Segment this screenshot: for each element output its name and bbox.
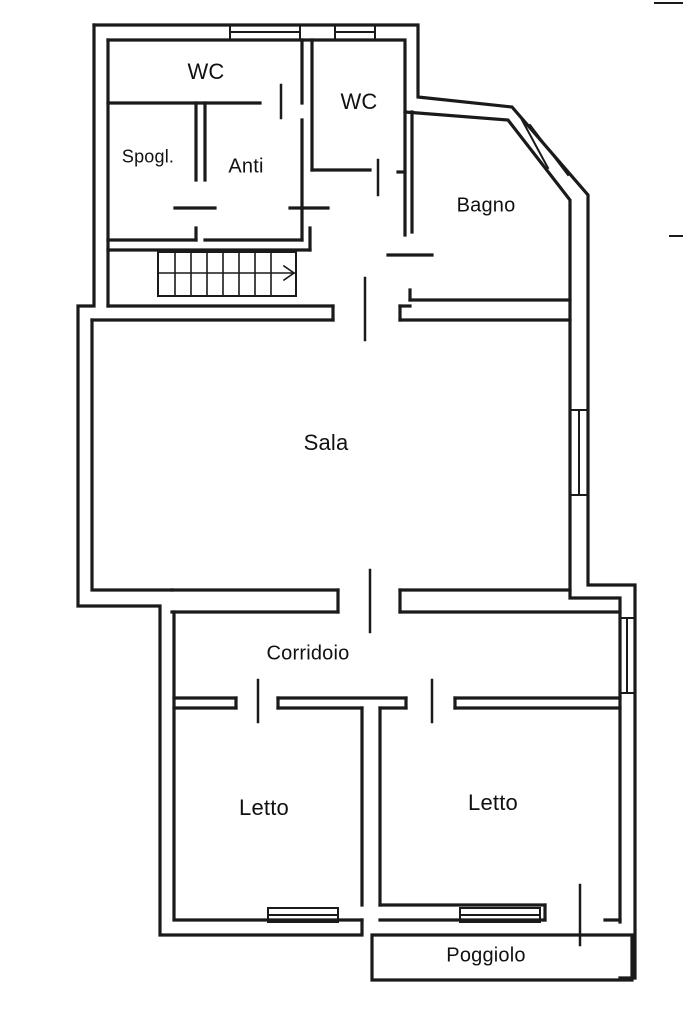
room-label-poggiolo: Poggiolo [446, 944, 526, 967]
wc-2-room [310, 38, 407, 237]
sala-corridoio-wall [170, 568, 622, 634]
poggiolo-balcony [370, 933, 634, 982]
room-label-wc-2: WC [340, 89, 378, 114]
upper-left-rooms [106, 38, 330, 252]
sala-walls [90, 276, 572, 342]
outer-wall [76, 23, 637, 980]
letto-separator [360, 706, 382, 907]
staircase [106, 248, 312, 297]
right-windows [569, 409, 636, 694]
room-label-letto-1: Letto [239, 795, 289, 820]
bottom-windows [267, 907, 541, 923]
bagno-bay-window [510, 105, 570, 177]
corridoio-letto-walls [172, 678, 622, 724]
room-label-wc-1: WC [187, 59, 225, 84]
room-label-sala: Sala [303, 430, 349, 455]
room-label-corridoio: Corridoio [266, 642, 350, 665]
letto-2-walls [378, 883, 622, 947]
room-label-letto-2: Letto [468, 790, 518, 815]
bagno-walls [386, 110, 572, 302]
top-windows [229, 24, 376, 41]
room-label-spogl: Spogl. [121, 146, 175, 167]
room-label-anti: Anti [228, 155, 264, 178]
room-label-bagno: Bagno [456, 194, 516, 217]
